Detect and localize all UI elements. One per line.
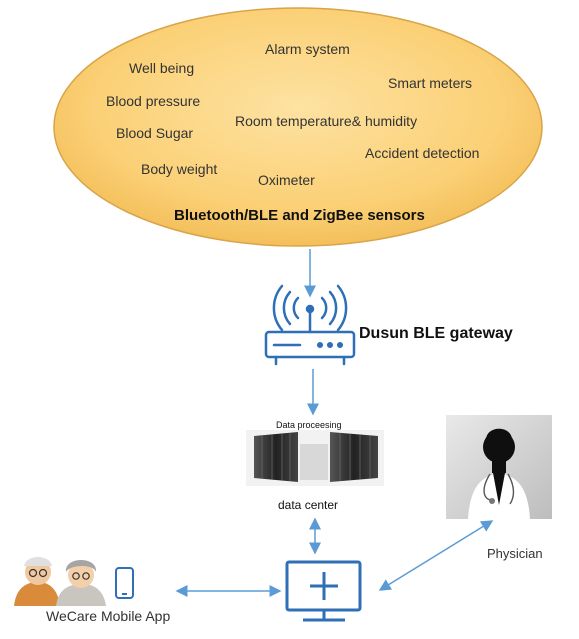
elderly-couple-image (14, 557, 106, 606)
physician-image (446, 415, 552, 519)
data-processing-caption: Data proceesing (276, 420, 342, 430)
physician-label: Physician (487, 546, 543, 561)
sensor-room-temperature-humidity: Room temperature& humidity (235, 113, 418, 129)
sensor-blood-sugar: Blood Sugar (116, 125, 194, 141)
sensor-alarm-system: Alarm system (265, 41, 350, 57)
mobile-phone-icon (115, 567, 134, 599)
sensor-well-being: Well being (129, 60, 195, 76)
monitor-icon (285, 560, 362, 622)
mobile-app-label: WeCare Mobile App (46, 608, 171, 624)
sensor-body-weight: Body weight (141, 161, 218, 177)
data-center-label: data center (278, 498, 339, 512)
sensor-smart-meters: Smart meters (388, 75, 473, 91)
sensor-oximeter: Oximeter (258, 172, 315, 188)
sensor-cloud-ellipse (53, 7, 543, 247)
wifi-router-icon (264, 284, 356, 366)
sensor-accident-detection: Accident detection (365, 145, 480, 161)
server-racks-icon (246, 430, 384, 486)
sensor-blood-pressure: Blood pressure (106, 93, 201, 109)
gateway-label: Dusun BLE gateway (359, 325, 513, 342)
arrow-computer-physician (378, 520, 494, 591)
sensor-cloud-title: Bluetooth/BLE and ZigBee sensors (174, 207, 425, 224)
